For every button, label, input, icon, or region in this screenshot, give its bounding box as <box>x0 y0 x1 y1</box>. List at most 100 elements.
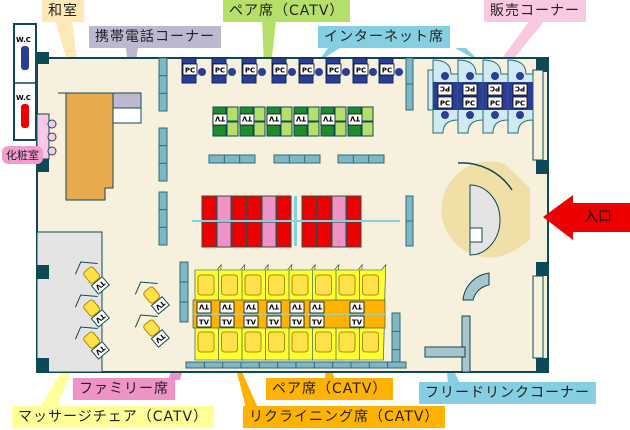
recliner-seat <box>221 331 238 353</box>
family-table <box>216 195 232 222</box>
recliner-seat <box>197 274 215 296</box>
pc-label: PC <box>465 85 475 93</box>
tv-label: TV <box>349 115 360 123</box>
chair-icon <box>342 68 350 76</box>
tv-label: TV <box>291 303 302 311</box>
tv-label: TV <box>268 303 279 311</box>
tv-label-box <box>309 315 325 328</box>
label-free-drink: フリードリンクコーナー <box>419 382 596 404</box>
shelf <box>208 154 256 164</box>
pc-label: PC <box>515 100 525 108</box>
tv-label: TV <box>352 319 363 327</box>
massage-partition <box>134 314 158 328</box>
pc-label-box <box>462 96 478 109</box>
massage-chair-seat <box>83 331 101 349</box>
label-shop-corner: 販売コーナー <box>484 0 586 22</box>
pc-label: PC <box>490 100 500 108</box>
pc-label: PC <box>302 67 312 75</box>
recliner-seat <box>221 274 238 296</box>
label-phone-corner: 携帯電話コーナー <box>89 26 221 48</box>
pc-label: PC <box>465 100 475 108</box>
tv-label-box <box>266 301 282 314</box>
family-table <box>261 221 277 248</box>
tv-label: TV <box>322 115 333 123</box>
label-pair-seat-bottom: ペア席（CATV） <box>266 378 394 400</box>
chair-icon <box>466 72 474 80</box>
label-massage-chair: マッサージチェア（CATV） <box>12 406 215 428</box>
entrance-marker: 入口 <box>543 195 630 240</box>
pair-seat-chair <box>334 106 347 122</box>
family-table <box>331 221 347 248</box>
family-seat <box>246 195 262 222</box>
tv-label-box <box>289 315 305 328</box>
tv-label: TV <box>268 115 279 123</box>
pc-label: PC <box>382 67 392 75</box>
tv-label-box <box>150 295 170 315</box>
recliner-seat <box>362 331 379 353</box>
tv-label-box <box>309 301 325 314</box>
phone-booth <box>112 107 142 124</box>
pc-label: PC <box>245 67 255 75</box>
tv-label: TV <box>199 319 210 327</box>
pair-seat-chair <box>280 106 293 122</box>
massage-chair: TV <box>74 326 110 360</box>
massage-chair-seat <box>143 319 161 337</box>
pc-label-box <box>437 96 453 109</box>
tv-label: TV <box>295 115 306 123</box>
massage-chair-seat <box>83 266 101 284</box>
pc-label-box <box>272 63 288 76</box>
tv-label-box <box>219 315 235 328</box>
pair-seat-chair <box>253 106 266 122</box>
tv-label: TV <box>311 303 322 311</box>
chair-icon <box>516 72 524 80</box>
pc-label-box <box>326 63 342 76</box>
tv-label: TV <box>292 319 303 327</box>
recliner-seat <box>244 331 262 353</box>
tv-label-box <box>289 301 305 314</box>
recliner-seat <box>244 274 262 296</box>
massage-chair-seat <box>83 299 101 317</box>
chair-icon <box>441 111 449 119</box>
shelf <box>179 261 189 323</box>
pc-label-box <box>242 63 258 76</box>
tv-label-box <box>150 328 170 348</box>
tv-label: TV <box>245 303 256 311</box>
washitsu-room <box>65 92 114 201</box>
label-pair-seat-top: ペア席（CATV） <box>223 0 351 22</box>
tv-label: TV <box>246 319 257 327</box>
chair-icon <box>466 111 474 119</box>
shelf <box>337 154 385 164</box>
pair-seat-chair <box>361 121 374 137</box>
men-icon <box>21 46 29 70</box>
family-seat <box>231 195 247 222</box>
pair-seat-chair <box>361 106 374 122</box>
tv-label: TV <box>269 319 280 327</box>
shelf <box>273 154 321 164</box>
recliner-seat <box>362 274 379 296</box>
label-family-seat: ファミリー席 <box>73 378 175 400</box>
pc-label-box <box>487 96 503 109</box>
label-reclining-seat: リクライニング席（CATV） <box>243 406 446 428</box>
pair-seat-chair <box>307 106 320 122</box>
pair-seat-chair <box>280 121 293 137</box>
shelf <box>158 57 168 112</box>
massage-chair: TV <box>74 261 110 295</box>
tv-label-box <box>90 275 110 295</box>
tv-label: TV <box>198 303 209 311</box>
family-seat <box>301 195 317 222</box>
tv-label-box <box>349 315 365 328</box>
chair-icon <box>516 111 524 119</box>
tv-label-box <box>219 301 235 314</box>
family-seat <box>301 221 317 248</box>
phone-corner <box>112 92 142 109</box>
tv-label-box <box>196 301 212 314</box>
entrance-arrow-icon <box>543 195 573 240</box>
massage-partition <box>74 294 98 308</box>
pair-seat-chair <box>253 121 266 137</box>
pc-label: PC <box>275 67 285 75</box>
recliner-seat <box>268 274 285 296</box>
pair-seat-chair <box>226 106 239 122</box>
label-washitsu: 和室 <box>42 0 84 22</box>
pc-label-box <box>512 83 528 96</box>
